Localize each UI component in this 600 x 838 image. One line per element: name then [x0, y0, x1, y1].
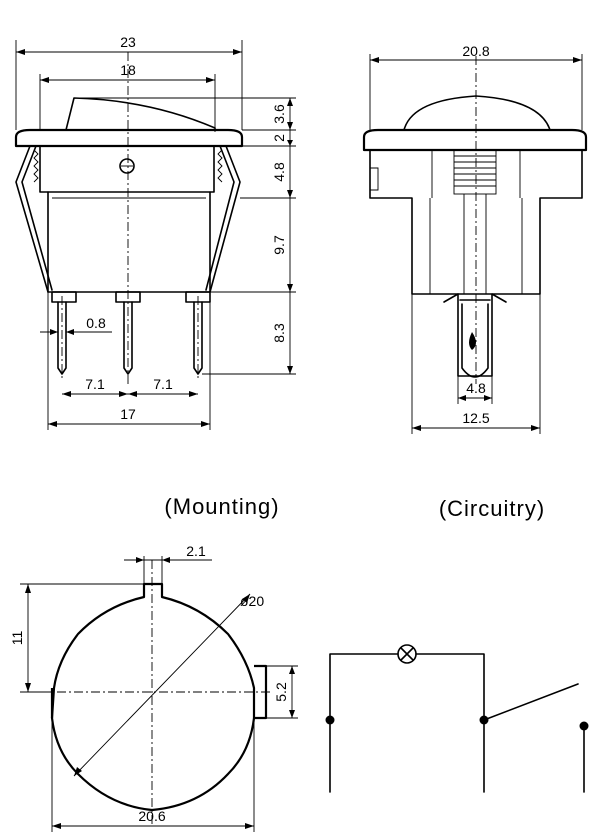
dim-tab-height: 5.2 — [273, 682, 289, 702]
front-view: 23 18 3.6 2 4.8 9.7 8.3 0.8 7.1 7.1 — [14, 34, 296, 430]
dim-body-width: 17 — [120, 406, 136, 422]
mounting-cutout-outline — [50, 582, 256, 812]
terminal-right — [193, 301, 203, 375]
dim-mounting-width: 20.6 — [138, 808, 165, 824]
side-flange — [362, 128, 588, 152]
circuit-left-wire — [329, 653, 399, 793]
dim-half-height: 11 — [9, 631, 25, 646]
dim-upper-body: 4.8 — [271, 162, 287, 182]
circuit-right-wire — [415, 653, 485, 793]
lamp-icon — [397, 644, 417, 664]
right-clip — [209, 145, 241, 293]
terminal-left — [57, 301, 67, 375]
front-upper-housing — [39, 145, 215, 193]
screw-icon — [119, 158, 135, 174]
diameter-line — [73, 593, 251, 777]
dim-side-width: 20.8 — [462, 43, 489, 59]
circuit-terminal-1 — [325, 715, 335, 725]
terminal-mid — [123, 301, 133, 375]
spring-coil — [454, 155, 496, 187]
right-clip-inner — [205, 145, 235, 291]
dim-key-width: 2.1 — [186, 543, 206, 559]
left-clip — [15, 145, 49, 293]
circuitry-view — [325, 644, 589, 793]
dim-diameter: ø20 — [240, 593, 264, 609]
side-view: 20.8 4.8 12.5 — [362, 43, 588, 434]
dim-pitch-left: 7.1 — [85, 376, 105, 392]
dim-pitch-right: 7.1 — [153, 376, 173, 392]
dim-flange-thickness: 2 — [271, 134, 287, 142]
dim-overall-width: 23 — [120, 34, 136, 50]
left-clip-inner — [21, 145, 53, 291]
front-flange — [14, 128, 244, 148]
terminal-base-left — [51, 291, 77, 303]
side-terminal-tabs — [443, 293, 507, 377]
dim-side-terminal: 4.8 — [466, 380, 486, 396]
dim-rocker-height: 3.6 — [271, 104, 287, 124]
dim-side-depth: 12.5 — [462, 410, 489, 426]
side-dome — [403, 95, 551, 131]
spring-housing — [453, 149, 497, 195]
dim-lower-body: 9.7 — [271, 235, 287, 255]
circuitry-caption: (Circuitry) — [439, 496, 545, 521]
front-lower-housing — [47, 191, 211, 293]
mounting-caption: (Mounting) — [164, 494, 279, 519]
dim-terminal-length: 8.3 — [271, 323, 287, 343]
terminal-hole — [469, 332, 476, 350]
front-serrations — [33, 149, 223, 183]
side-terminal — [461, 303, 489, 378]
rocker-outline — [65, 97, 216, 132]
mounting-view: ø20 2.1 11 5.2 20.6 — [9, 543, 298, 832]
dim-terminal-width: 0.8 — [86, 315, 106, 331]
dim-rocker-width: 18 — [120, 62, 136, 78]
switch-contact-icon — [483, 683, 579, 721]
side-notch — [370, 167, 379, 191]
